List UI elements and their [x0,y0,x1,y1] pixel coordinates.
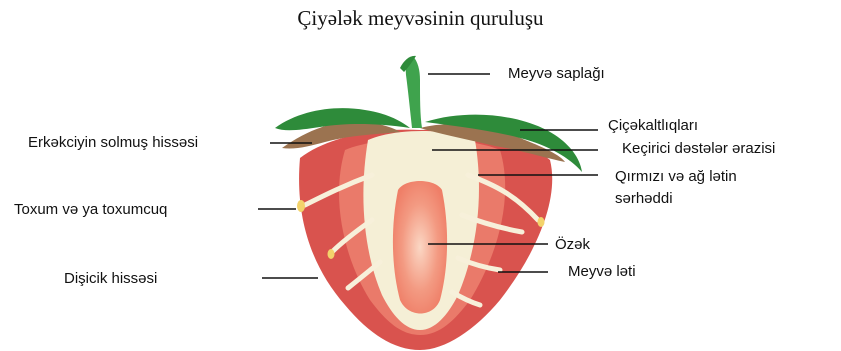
label-seed: Toxum və ya toxumcuq [14,201,167,219]
label-vascular: Keçirici dəstələr ərazisi [622,140,775,158]
seed-left-lower [328,249,335,259]
label-sepals: Çiçəkaltlıqları [608,117,698,135]
label-core: Özək [555,236,590,254]
label-stalk: Meyvə saplağı [508,65,605,83]
seed-left [297,200,305,212]
core [393,181,447,314]
label-flesh: Meyvə ləti [568,263,636,281]
label-boundary-line1: Qırmızı və ağ lətin [615,168,737,186]
label-stamen: Erkəkciyin solmuş hissəsi [28,134,198,152]
label-boundary-line2: sərhəddi [615,190,673,208]
label-pistil: Dişicik hissəsi [64,270,157,288]
seed-right [538,217,545,227]
